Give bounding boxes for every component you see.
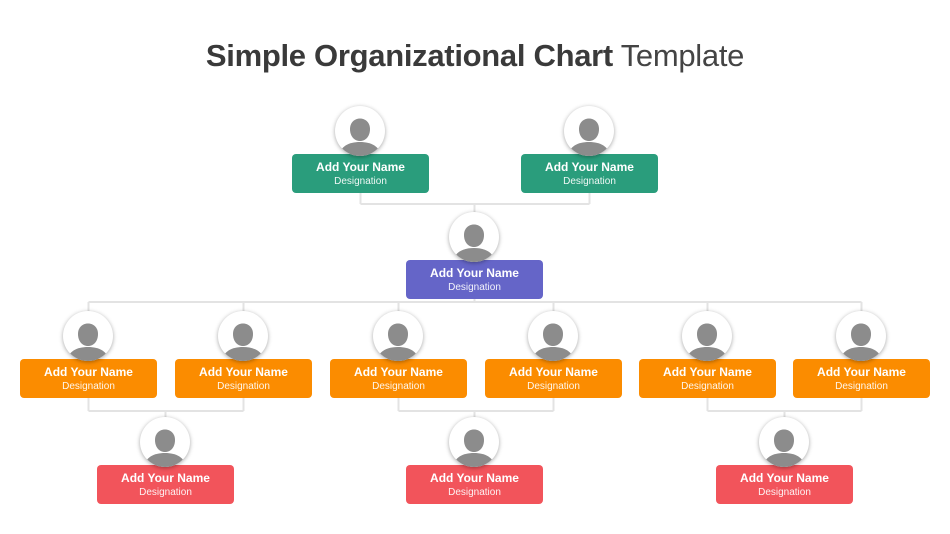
person-icon <box>836 311 886 361</box>
node-name: Add Your Name <box>430 471 519 485</box>
title-regular: Template <box>612 38 745 73</box>
page-title: Simple Organizational Chart Template <box>0 38 950 74</box>
node-designation: Designation <box>372 381 425 392</box>
node-designation: Designation <box>334 176 387 187</box>
person-icon <box>449 417 499 467</box>
person-icon <box>564 106 614 156</box>
node-designation: Designation <box>835 381 888 392</box>
person-icon <box>140 417 190 467</box>
node-designation: Designation <box>448 282 501 293</box>
node-designation: Designation <box>527 381 580 392</box>
node-designation: Designation <box>563 176 616 187</box>
node-name: Add Your Name <box>199 365 288 379</box>
node-name: Add Your Name <box>316 160 405 174</box>
node-name: Add Your Name <box>121 471 210 485</box>
node-name: Add Your Name <box>44 365 133 379</box>
node-name: Add Your Name <box>740 471 829 485</box>
title-bold: Simple Organizational Chart <box>205 38 613 73</box>
person-icon <box>218 311 268 361</box>
person-icon <box>335 106 385 156</box>
node-name: Add Your Name <box>354 365 443 379</box>
person-icon <box>449 212 499 262</box>
node-name: Add Your Name <box>663 365 752 379</box>
node-designation: Designation <box>448 487 501 498</box>
node-name: Add Your Name <box>509 365 598 379</box>
node-name: Add Your Name <box>817 365 906 379</box>
person-icon <box>528 311 578 361</box>
node-name: Add Your Name <box>430 266 519 280</box>
person-icon <box>373 311 423 361</box>
person-icon <box>682 311 732 361</box>
node-designation: Designation <box>217 381 270 392</box>
node-designation: Designation <box>139 487 192 498</box>
node-designation: Designation <box>681 381 734 392</box>
person-icon <box>759 417 809 467</box>
node-name: Add Your Name <box>545 160 634 174</box>
node-designation: Designation <box>758 487 811 498</box>
node-designation: Designation <box>62 381 115 392</box>
person-icon <box>63 311 113 361</box>
